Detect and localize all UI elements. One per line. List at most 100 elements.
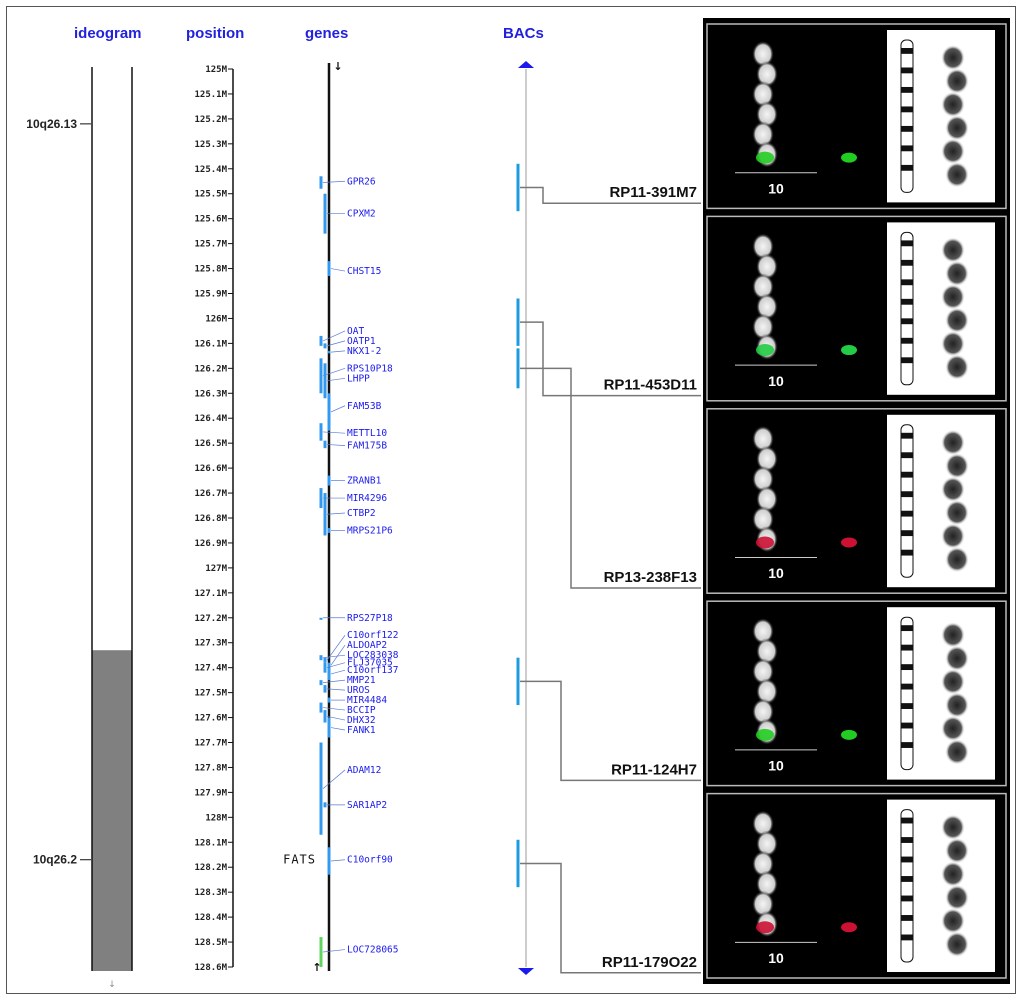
ideogram-band: [901, 837, 913, 843]
fish-signal-dot: [756, 151, 774, 164]
position-tick-label: 125M: [205, 65, 227, 75]
gene-label: SAR1AP2: [347, 800, 387, 811]
gene-label-connector: [322, 654, 346, 659]
position-tick-label: 126M: [205, 314, 227, 324]
ideogram-dark-region: [92, 650, 132, 971]
gene-label: ADAM12: [347, 765, 381, 776]
ideogram-band: [901, 86, 913, 93]
ideogram-band: [901, 530, 913, 537]
chromosome-number: 10: [768, 565, 784, 581]
position-tick-label: 127.6M: [194, 714, 227, 724]
gene-label: ZRANB1: [347, 476, 382, 487]
gene-label-connector: [322, 679, 346, 683]
gray-chromosome-segment: [941, 138, 965, 165]
chromosome-segment: [756, 445, 778, 473]
gene-label: RPS10P18: [347, 363, 393, 374]
gray-chromosome-segment: [941, 330, 965, 357]
gene-label-connector: [322, 949, 346, 953]
ideogram-band: [901, 742, 913, 748]
fish-signal-spot: [841, 152, 857, 163]
gene-label-connector: [326, 662, 346, 669]
gene-label: GPR26: [347, 176, 376, 187]
position-tick-label: 126.5M: [194, 439, 227, 449]
chromosome-segment: [752, 121, 774, 148]
fish-signal-spot: [841, 922, 857, 933]
ideogram-bar: [900, 424, 914, 578]
gene-label: OAT: [347, 326, 364, 337]
bac-connector-line: [520, 321, 701, 397]
gene-label-connector: [322, 707, 346, 711]
gray-chromosome-segment: [941, 237, 965, 263]
bac-connector-line: [520, 186, 701, 204]
gene-label: BCCIP: [347, 705, 376, 716]
gene-label-connector: [326, 715, 346, 721]
position-header: position: [186, 25, 244, 42]
ideogram-band: [901, 145, 913, 152]
gene-label-connector: [326, 444, 346, 447]
ideogram-band: [901, 895, 913, 902]
ideogram-band: [901, 625, 913, 632]
gene-label: FAM53B: [347, 401, 382, 412]
position-tick-label: 125.4M: [194, 165, 227, 175]
gene-label: C10orf137: [347, 665, 398, 676]
figure-frame: [6, 6, 1016, 994]
gene-label-connector: [322, 431, 346, 434]
gray-chromosome-segment: [941, 908, 965, 934]
ideogram-band: [901, 48, 913, 54]
ideogram-band: [901, 298, 913, 305]
position-tick-label: 128.2M: [194, 863, 227, 873]
position-tick-label: 127.7M: [194, 739, 227, 749]
gene-label: CHST15: [347, 266, 381, 277]
ideogram-band: [901, 318, 913, 325]
position-tick-label: 126.9M: [194, 539, 227, 549]
bac-connector-line: [520, 862, 701, 974]
position-tick-label: 126.4M: [194, 414, 227, 424]
chromosome-segment: [756, 293, 778, 320]
gene-label: C10orf122: [347, 630, 398, 641]
gene-label: RPS27P18: [347, 613, 393, 624]
gray-chromosome-segment: [945, 68, 969, 94]
chromosome-number: 10: [768, 373, 784, 389]
chromosome-segment: [756, 101, 778, 128]
position-tick-label: 127.4M: [194, 664, 227, 674]
chromosome-segment: [752, 890, 774, 918]
position-tick-label: 126.1M: [194, 339, 227, 349]
gene-label: MIR4296: [347, 493, 387, 504]
chromosome-segment: [756, 830, 778, 857]
position-tick-label: 125.5M: [194, 190, 227, 200]
ideogram-band: [901, 683, 913, 690]
position-tick-label: 127.9M: [194, 788, 227, 798]
ideogram-band: [901, 510, 913, 517]
gene-label-connector: [330, 645, 346, 666]
chromosome-segment: [752, 506, 774, 533]
position-axis: 125M125.1M125.2M125.3M125.4M125.5M125.6M…: [194, 65, 234, 973]
chromosome-number: 10: [768, 950, 784, 966]
chromosome-segment: [752, 658, 774, 685]
gray-chromosome-segment: [945, 931, 969, 958]
position-tick-label: 125.2M: [194, 115, 227, 125]
ideogram-header: ideogram: [74, 25, 142, 42]
position-tick-label: 127M: [205, 564, 227, 574]
gray-chromosome-segment: [945, 115, 969, 141]
gray-chromosome-segment: [941, 476, 965, 503]
gene-label: FAM175B: [347, 441, 387, 452]
fish-signal-dot: [756, 344, 774, 357]
gene-label-connector: [322, 330, 346, 342]
chromosome-segment: [752, 465, 774, 493]
fish-signal-dot: [756, 728, 774, 741]
gray-chromosome-segment: [945, 692, 969, 718]
ideogram-band: [901, 876, 913, 882]
bacs-header: BACs: [503, 25, 544, 42]
chromosome-segment: [752, 425, 774, 453]
gene-label: C10orf90: [347, 855, 393, 866]
fish-signal-dot: [756, 921, 774, 934]
chromosome-segment: [752, 40, 774, 68]
chromosome-segment: [752, 810, 774, 837]
chromosome-segment: [756, 678, 778, 705]
bac-up-arrow-icon: [518, 61, 534, 68]
position-tick-label: 127.1M: [194, 589, 227, 599]
ideogram-bar: [900, 809, 914, 963]
position-tick-label: 127.2M: [194, 614, 227, 624]
